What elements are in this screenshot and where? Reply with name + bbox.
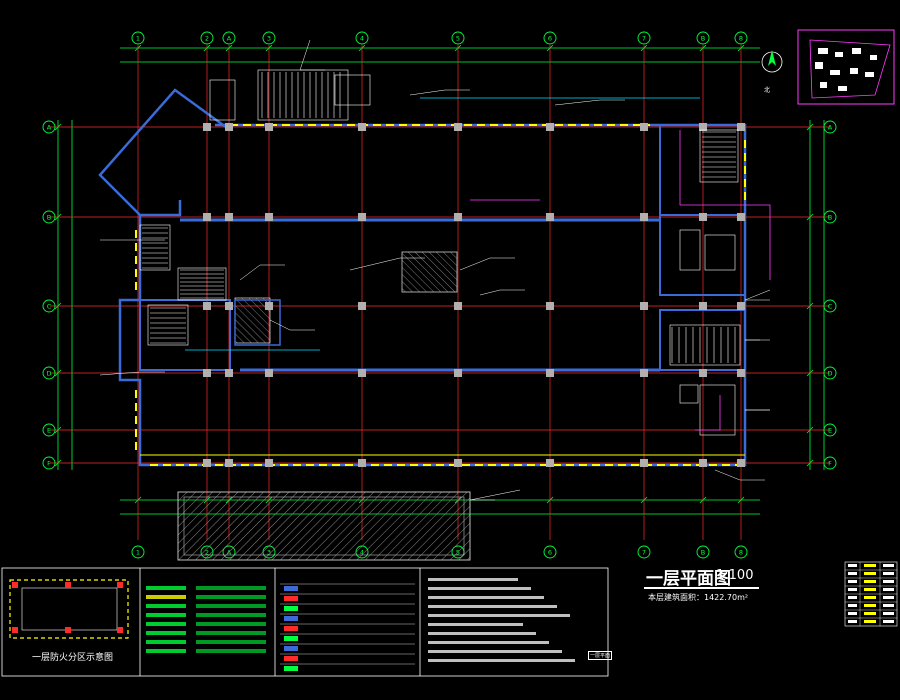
svg-text:B: B [701,549,705,557]
svg-text:1: 1 [136,35,140,43]
axis-marker-top-0: 1 [131,31,145,45]
axis-marker-top-1: 2 [200,31,214,45]
service-rooms [209,74,736,436]
svg-text:A: A [828,124,833,132]
svg-text:2: 2 [205,35,209,43]
svg-text:1: 1 [136,549,140,557]
axis-marker-top-9: 8 [734,31,748,45]
axis-marker-right-1: B [823,210,837,224]
svg-text:D: D [827,370,832,378]
axis-marker-top-7: 7 [637,31,651,45]
svg-text:8: 8 [739,549,743,557]
axis-marker-bottom-6: 6 [543,545,557,559]
svg-text:B: B [701,35,705,43]
svg-text:A: A [227,35,232,43]
svg-text:7: 7 [642,549,646,557]
window-bands [135,124,746,466]
axis-marker-bottom-8: B [696,545,710,559]
axis-marker-bottom-9: 8 [734,545,748,559]
axis-marker-top-8: B [696,31,710,45]
fire-zone-diagram [9,579,129,639]
svg-text:3: 3 [267,35,271,43]
north-arrow-icon: 北 [761,50,783,94]
area-table [844,561,898,627]
svg-text:B: B [828,214,832,222]
svg-text:A: A [47,124,52,132]
structural-columns [203,123,745,467]
legend-panels [1,567,609,677]
axis-marker-bottom-7: 7 [637,545,651,559]
axis-marker-right-0: A [823,120,837,134]
svg-text:北: 北 [764,86,770,94]
stairs [139,69,741,366]
axis-marker-top-5: 5 [451,31,465,45]
area-statement: 本层建筑面积：1422.70m² [648,593,749,602]
sheet-label: 一层平面 [588,651,613,660]
axis-marker-right-5: F [823,456,837,470]
axis-marker-left-2: C [42,299,56,313]
axis-marker-left-0: A [42,120,56,134]
svg-text:C: C [47,303,52,311]
svg-text:7: 7 [642,35,646,43]
axis-marker-left-5: F [42,456,56,470]
axis-marker-top-3: 3 [262,31,276,45]
svg-text:D: D [46,370,51,378]
svg-text:8: 8 [739,35,743,43]
annotation-leaders [99,39,771,501]
axis-marker-left-4: E [42,423,56,437]
axis-marker-top-4: 4 [355,31,369,45]
hatched-terrace [177,251,471,561]
svg-text:4: 4 [360,35,364,43]
plan-scale: 1:100 [716,568,754,583]
site-key-plan-icon [797,29,895,105]
svg-text:E: E [47,427,51,435]
svg-text:C: C [828,303,833,311]
svg-text:5: 5 [456,35,460,43]
axis-marker-top-6: 6 [543,31,557,45]
axis-marker-bottom-0: 1 [131,545,145,559]
svg-text:6: 6 [548,549,552,557]
svg-text:B: B [47,214,51,222]
axis-marker-right-3: D [823,366,837,380]
axis-marker-right-4: E [823,423,837,437]
svg-text:F: F [47,460,51,468]
axis-marker-left-3: D [42,366,56,380]
axis-marker-top-2: A [222,31,236,45]
svg-text:E: E [828,427,832,435]
axis-marker-left-1: B [42,210,56,224]
title-underline [644,587,759,589]
axis-marker-right-2: C [823,299,837,313]
legend-table [146,578,575,671]
service-lines [185,97,771,431]
plan-title: 一层平面图 [646,569,731,589]
svg-text:F: F [828,460,832,468]
svg-text:6: 6 [548,35,552,43]
zone-diagram-title: 一层防火分区示意图 [32,653,114,663]
